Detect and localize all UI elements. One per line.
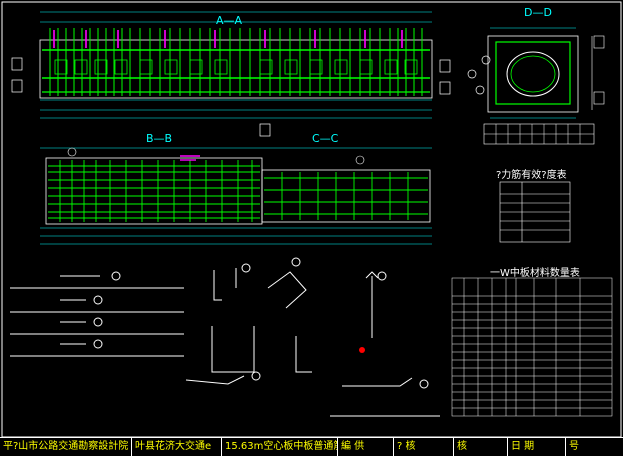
title-drawing: 15.63m空心板中板普通筋(一) bbox=[222, 438, 338, 456]
title-date: 日 期 bbox=[508, 438, 566, 456]
force-table bbox=[499, 181, 571, 243]
material-table-title: 一W中板材料数量表 bbox=[490, 268, 580, 279]
title-approve: 核 bbox=[454, 438, 508, 456]
label-c-c: C—C bbox=[312, 132, 339, 145]
material-table bbox=[451, 277, 613, 417]
label-b-b: B—B bbox=[146, 132, 173, 145]
title-project: 叶县花济大交通e bbox=[132, 438, 222, 456]
title-number: 号 bbox=[569, 441, 579, 452]
title-design: 編 供 bbox=[338, 438, 394, 456]
title-check: ? 核 bbox=[394, 438, 454, 456]
elevation-a-a bbox=[11, 11, 451, 137]
title-block: 平?山市公路交通勘察設計院 叶县花济大交通e 15.63m空心板中板普通筋(一)… bbox=[0, 437, 623, 456]
plan-b-b bbox=[40, 147, 432, 245]
rebar-details bbox=[10, 257, 440, 417]
label-d-d: D—D bbox=[524, 6, 552, 19]
force-table-title: ?力筋有效?度表 bbox=[496, 170, 567, 181]
section-d-d bbox=[467, 27, 605, 145]
title-org: 平?山市公路交通勘察設計院 bbox=[0, 438, 132, 456]
highlight-mark bbox=[359, 347, 365, 353]
label-a-a: A—A bbox=[216, 14, 243, 27]
